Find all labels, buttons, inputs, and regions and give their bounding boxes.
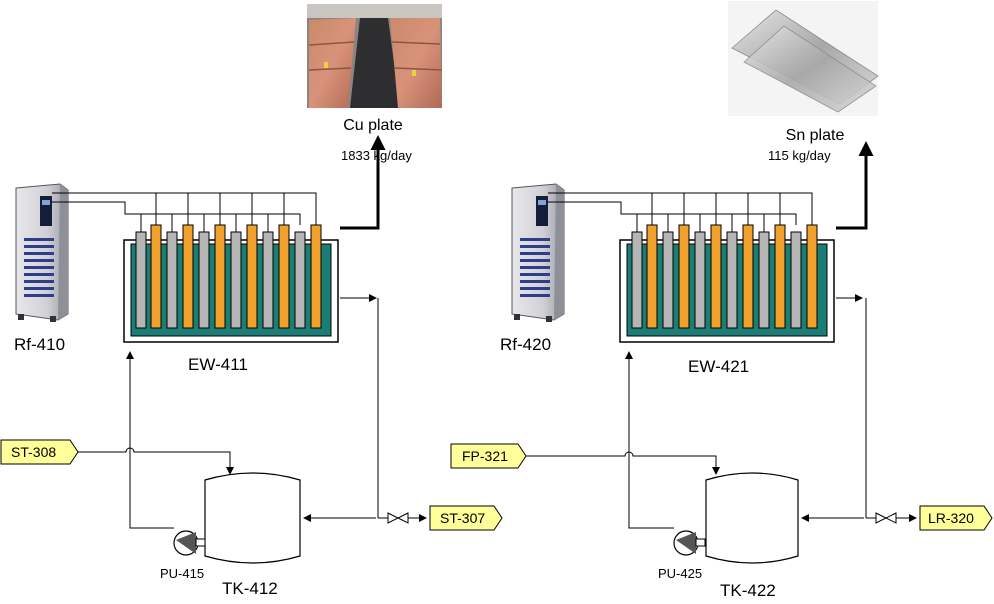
rectifier-rf-410 [15,183,69,322]
product-arrow [340,135,386,230]
outlet-valve [387,512,409,524]
outlet-stream-label: LR-320 [928,510,974,526]
pump-label: PU-415 [160,566,204,581]
busbar-wires [548,192,813,232]
tank-tk-422 [705,472,799,564]
cell-label: EW-411 [188,355,248,374]
inlet-stream-label: FP-321 [462,448,508,464]
tank-label: TK-422 [720,581,776,600]
stream-tag-outlet [429,505,503,531]
rectifier-rf-420 [511,183,565,322]
tank-tk-412 [204,472,301,564]
cell-overflow-pipe [340,294,379,518]
outlet-valve [875,512,897,524]
cell-label: EW-421 [688,357,749,376]
rectifier-label: Rf-410 [14,335,65,354]
cu-plate-photo [307,4,443,108]
stream-tag-outlet [919,505,993,531]
cu-plate-label: Cu plate [343,117,403,134]
electrowinning-cell-ew-421 [619,224,835,343]
line-2: Sn plate 115 kg/day Rf-420 [450,1,993,600]
stream-tag-inlet [450,443,527,469]
recirculation-pipe [625,351,674,529]
rectifier-label: Rf-420 [500,335,551,354]
inlet-stream-label: ST-308 [11,444,56,460]
cell-overflow-pipe [836,294,867,518]
recirculation-pipe [126,351,174,529]
sn-plate-label: Sn plate [786,127,845,144]
tank-label: TK-412 [222,579,278,598]
pump-pu-425 [673,530,706,556]
electrowinning-cell-ew-411 [123,224,339,343]
product-arrow [836,141,874,230]
pump-pu-415 [173,530,206,556]
busbar-wires [52,192,317,232]
outlet-stream-label: ST-307 [440,510,485,526]
sn-plate-photo [728,1,879,116]
pump-label: PU-425 [658,566,702,581]
line-1: Cu plate 1833 kg/day Rf-410 [0,4,503,598]
stream-tag-inlet [0,439,79,465]
feed-pipe [78,447,234,475]
feed-pipe [526,451,720,475]
sn-plate-rate: 115 kg/day [768,148,831,163]
